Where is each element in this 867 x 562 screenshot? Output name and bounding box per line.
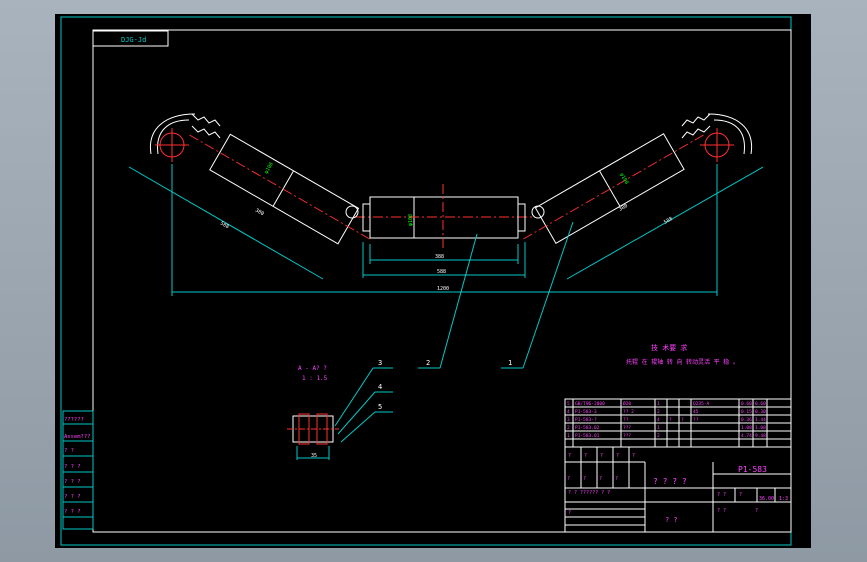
stage-cell: ? — [739, 492, 742, 498]
bom-cell: 1 — [657, 401, 660, 407]
title-box — [92, 30, 169, 47]
right-joint — [531, 205, 545, 219]
left-strip-cell: Assem??? — [64, 434, 91, 440]
bom-cell: 0.60 — [741, 401, 752, 407]
bom-cell: 0.30 — [755, 409, 766, 415]
bom-cell: ?? — [623, 417, 629, 423]
left-bracket — [149, 113, 221, 162]
dim-right-slant: 588 — [663, 216, 674, 226]
outer-frame — [60, 16, 792, 546]
bom-cell: ?? 2 — [623, 409, 634, 415]
right-roller — [523, 133, 706, 245]
inner-frame — [92, 29, 792, 533]
right-bracket — [681, 113, 753, 162]
left-strip-cell: ?????? — [64, 417, 84, 423]
stage-cell: ? — [568, 510, 571, 516]
left-strip — [62, 410, 94, 530]
dimension-lines — [128, 164, 764, 443]
callout-5: 5 — [378, 403, 382, 411]
tech-notes-title: 技 术要 求 — [651, 343, 687, 352]
bom-cell: 5 — [567, 401, 570, 407]
title-block-grid — [564, 446, 792, 533]
bom-cell: 1 — [657, 425, 660, 431]
bom-cell: 9.48 — [755, 433, 766, 439]
bom-cell: ??? — [623, 433, 631, 439]
bom-header-cell: ? — [615, 476, 618, 482]
bom-cell: 1.08 — [755, 425, 766, 431]
bom-header-cell: ? — [632, 453, 635, 459]
tech-notes-line: 托辊 在 辊轴 转 向 转动灵活 平 稳 。 — [626, 358, 739, 366]
bom-cell: 1 — [567, 433, 570, 439]
bom-cell: ? — [669, 417, 672, 423]
bom-cell: Ø20 — [623, 400, 631, 407]
bom-cell: 4.74 — [741, 433, 752, 439]
bom-header-cell: ? — [599, 476, 602, 482]
bom-cell: P1-583-3 — [575, 409, 597, 415]
bom-cell: ? — [681, 417, 684, 423]
bom-cell: 0.36 — [741, 417, 752, 423]
left-strip-cell: ? ? ? — [64, 494, 81, 500]
bom-cell: ??? — [623, 425, 631, 431]
left-joint — [345, 205, 359, 219]
bom-cell: 2 — [657, 409, 660, 415]
dim-left-dia: φ108 — [264, 162, 275, 175]
section-detail — [287, 413, 339, 460]
left-strip-cell: ? ? ? — [64, 509, 81, 515]
bom-header-cell: ? — [568, 453, 571, 459]
bom-cell: ?? — [693, 417, 699, 423]
bom-cell: 4 — [567, 409, 570, 415]
bom-cell: P1-583.01 — [575, 433, 600, 439]
bom-header-cell: ? — [600, 453, 603, 459]
dim-left-roll: 380 — [254, 208, 265, 218]
bom-cell: 2 — [657, 433, 660, 439]
bom-cell: 4 — [657, 417, 660, 423]
left-strip-cell: ? ? ? — [64, 479, 81, 485]
callout-3: 3 — [378, 359, 382, 367]
bom-cell: 0.60 — [755, 401, 766, 407]
cad-viewport[interactable]: DJG-Jd ?????? Assem??? ? ? ? ? ? ? ? ? ?… — [55, 14, 811, 548]
center-roller — [355, 184, 535, 249]
section-width: 35 — [311, 453, 317, 459]
bom-cell: 45 — [693, 409, 699, 415]
section-title: A - A? ? — [298, 365, 327, 372]
bom-cell: P1-583-? — [575, 417, 597, 423]
left-roller — [189, 133, 372, 245]
bom-header-cell: ? — [616, 453, 619, 459]
sheet-value: ? — [755, 508, 758, 514]
dim-right-roll: 380 — [618, 203, 629, 213]
part-name: ? ? ? ? — [653, 477, 687, 486]
drawing-number: P1-583 — [738, 465, 767, 474]
dim-inner-center: 388 — [435, 254, 444, 260]
weight-value: 36.00 — [759, 496, 774, 502]
bom-header-cell: ? — [583, 476, 586, 482]
bom-cell: 3 — [567, 417, 570, 423]
callout-2: 2 — [426, 359, 430, 367]
revision-label: ? ? ?????? ? ? — [568, 490, 610, 496]
bom-cell: Q235-A — [693, 401, 710, 407]
callout-1: 1 — [508, 359, 512, 367]
title-box-text: DJG-Jd — [121, 36, 146, 44]
callout-4: 4 — [378, 383, 382, 391]
bom-cell: 1.08 — [741, 425, 752, 431]
section-scale: 1 : 1.5 — [302, 375, 328, 382]
left-strip-cell: ? ? — [64, 448, 74, 454]
center-dia-dim: φ108 — [408, 214, 414, 226]
bom-header-cell: ? — [567, 476, 570, 482]
dim-right-dia: φ108 — [618, 172, 629, 185]
bom-cell: 2 — [567, 425, 570, 431]
left-strip-cell: ? ? ? — [64, 464, 81, 470]
bom-cell: P1-583.02 — [575, 425, 600, 431]
dim-outer-center: 588 — [437, 269, 446, 275]
bom-cell: GB/T96-2000 — [575, 401, 605, 407]
bom-cell: 0.15 — [741, 409, 752, 415]
dim-overall: 1200 — [437, 286, 449, 292]
stage-cell: ? ? — [717, 492, 726, 498]
stage-cell: ? ? — [717, 508, 726, 514]
bom-header-cell: ? — [584, 453, 587, 459]
scale-value: 1:3 — [779, 496, 788, 502]
drawing-sheet: DJG-Jd ?????? Assem??? ? ? ? ? ? ? ? ? ?… — [60, 16, 792, 546]
dim-left-slant: 588 — [219, 221, 230, 231]
bom-cell: 1.44 — [755, 417, 766, 423]
company-name: ? ? — [665, 516, 678, 524]
